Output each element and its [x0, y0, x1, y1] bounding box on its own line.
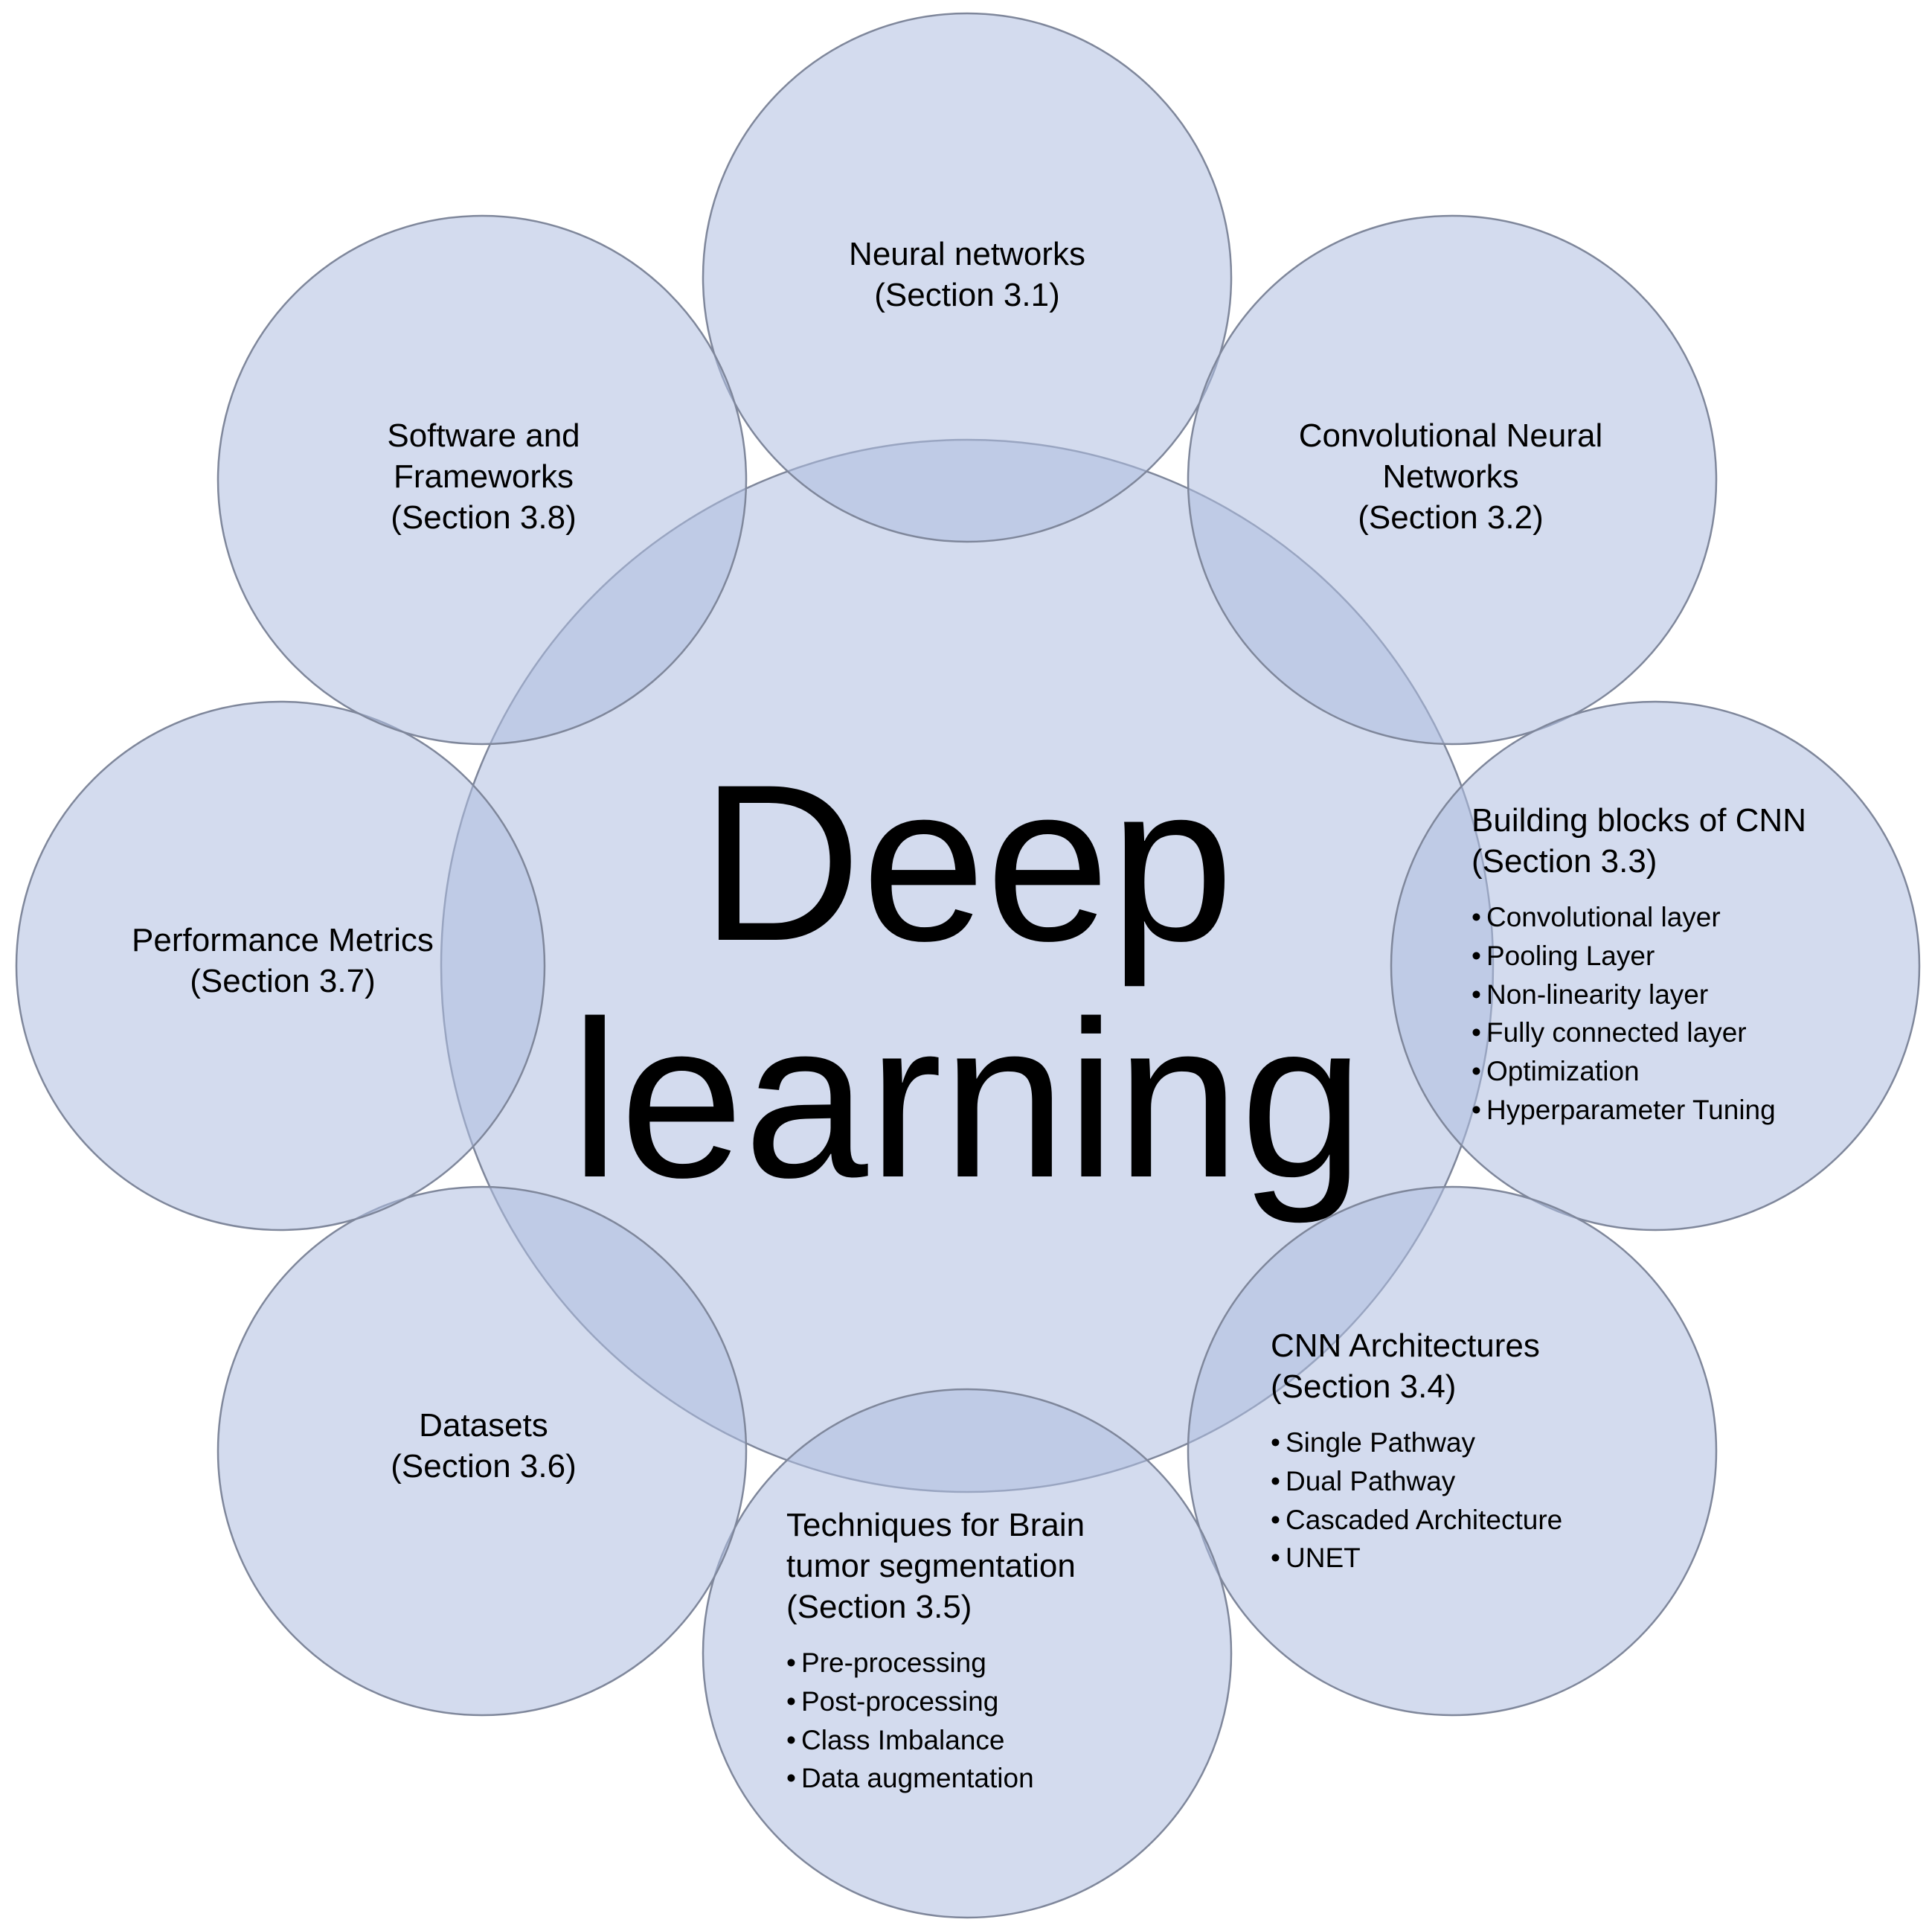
list-item: Non-linearity layer — [1472, 976, 1888, 1014]
cnn-title-line2: Networks — [1382, 458, 1519, 495]
list-item: Data augmentation — [786, 1759, 1203, 1798]
performance-metrics-label: Performance Metrics (Section 3.7) — [82, 920, 484, 1002]
cnn-circle — [1187, 214, 1718, 746]
datasets-title: Datasets — [419, 1407, 548, 1444]
cnn-architectures-list: Single Pathway Dual Pathway Cascaded Arc… — [1271, 1423, 1687, 1578]
software-section: (Section 3.8) — [391, 499, 577, 536]
center-title-line2: learning — [570, 974, 1364, 1224]
software-label: Software and Frameworks (Section 3.8) — [298, 415, 670, 538]
techniques-list: Pre-processing Post-processing Class Imb… — [786, 1644, 1203, 1798]
list-item: Single Pathway — [1271, 1423, 1687, 1462]
software-title-line1: Software and — [387, 417, 580, 454]
list-item: Cascaded Architecture — [1271, 1501, 1687, 1540]
list-item: Pre-processing — [786, 1644, 1203, 1682]
building-blocks-label: Building blocks of CNN (Section 3.3) Con… — [1472, 800, 1888, 1130]
neural-networks-label: Neural networks (Section 3.1) — [781, 234, 1153, 316]
list-item: Hyperparameter Tuning — [1472, 1091, 1888, 1130]
cnn-label: Convolutional Neural Networks (Section 3… — [1239, 415, 1663, 538]
list-item: Dual Pathway — [1271, 1462, 1687, 1501]
cnn-section: (Section 3.2) — [1358, 499, 1544, 536]
performance-metrics-title: Performance Metrics — [132, 922, 434, 958]
list-item: Class Imbalance — [786, 1721, 1203, 1760]
techniques-label: Techniques for Brain tumor segmentation … — [786, 1505, 1203, 1798]
neural-networks-section: (Section 3.1) — [874, 277, 1060, 313]
neural-networks-title: Neural networks — [849, 236, 1085, 272]
datasets-section: (Section 3.6) — [391, 1448, 577, 1485]
list-item: Convolutional layer — [1472, 898, 1888, 937]
list-item: Post-processing — [786, 1682, 1203, 1721]
performance-metrics-section: (Section 3.7) — [190, 963, 376, 999]
cnn-architectures-section: (Section 3.4) — [1271, 1368, 1457, 1405]
list-item: Fully connected layer — [1472, 1013, 1888, 1052]
list-item: Pooling Layer — [1472, 937, 1888, 976]
techniques-title-line2: tumor segmentation — [786, 1548, 1076, 1584]
list-item: UNET — [1271, 1539, 1687, 1578]
center-title-line1: Deep — [700, 737, 1234, 987]
list-item: Optimization — [1472, 1052, 1888, 1091]
datasets-label: Datasets (Section 3.6) — [298, 1405, 670, 1487]
cnn-architectures-title: CNN Architectures — [1271, 1327, 1540, 1364]
software-circle — [216, 214, 748, 746]
techniques-title-line1: Techniques for Brain — [786, 1507, 1085, 1543]
cnn-architectures-label: CNN Architectures (Section 3.4) Single P… — [1271, 1325, 1687, 1578]
software-title-line2: Frameworks — [393, 458, 574, 495]
cnn-title-line1: Convolutional Neural — [1298, 417, 1603, 454]
center-title: Deep learning — [476, 744, 1458, 1217]
neural-networks-circle — [702, 12, 1233, 543]
datasets-circle — [216, 1185, 748, 1717]
building-blocks-section: (Section 3.3) — [1472, 843, 1657, 880]
techniques-section: (Section 3.5) — [786, 1589, 972, 1625]
building-blocks-list: Convolutional layer Pooling Layer Non-li… — [1472, 898, 1888, 1130]
building-blocks-title: Building blocks of CNN — [1472, 802, 1806, 839]
performance-metrics-circle — [15, 700, 546, 1232]
